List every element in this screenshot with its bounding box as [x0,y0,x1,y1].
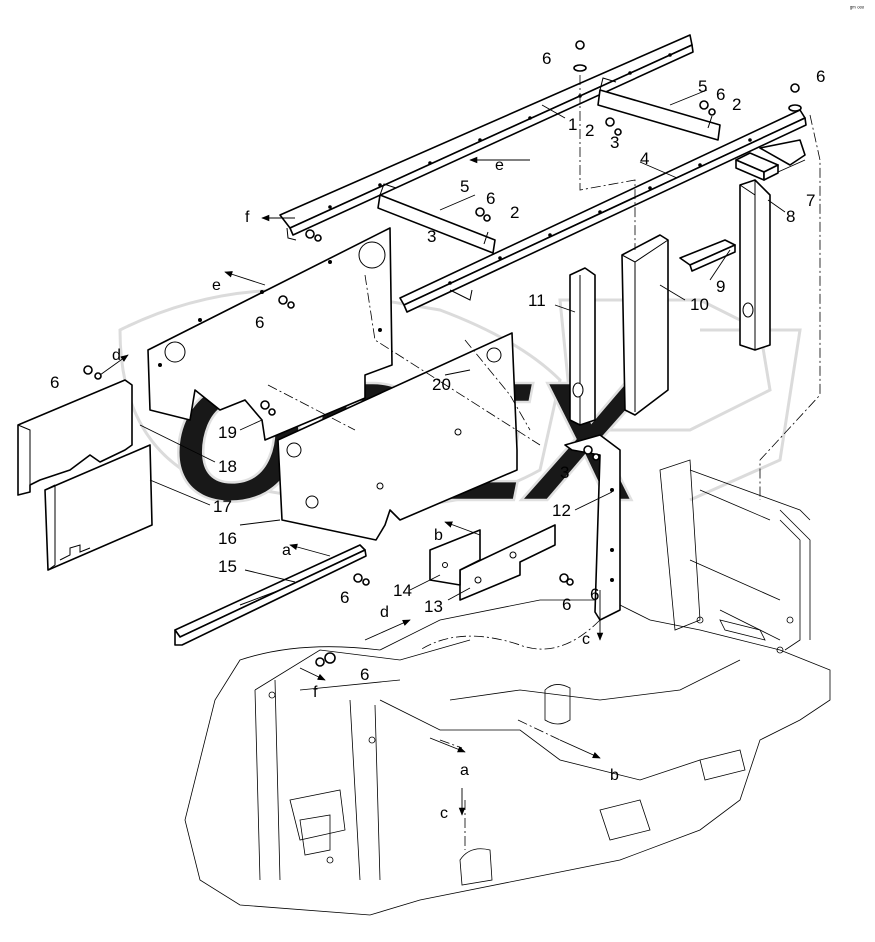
callout-6: 6 [542,49,551,68]
callout-6: 6 [590,585,599,604]
callout-6: 6 [50,373,59,392]
callout-2: 2 [732,95,741,114]
callout-13: 13 [424,597,443,616]
part-5-cross-bracket-upper [597,77,721,141]
callout-8: 8 [786,207,795,226]
callout-6: 6 [562,595,571,614]
label-f: f [313,684,318,701]
callout-3: 3 [560,463,569,482]
callout-12: 12 [552,501,571,520]
label-a: a [460,762,469,779]
part-5-cross-bracket-lower [377,183,496,254]
fasteners [83,40,802,667]
callout-6: 6 [816,67,825,86]
callout-1: 1 [568,115,577,134]
part-13-plate [459,524,556,601]
label-d: d [380,604,389,621]
callout-3: 3 [610,133,619,152]
part-10-channel [621,234,669,416]
callout-6: 6 [360,665,369,684]
callout-20: 20 [432,375,451,394]
callout-14: 14 [393,581,412,600]
part-8-post [739,179,771,351]
part-9-strip [679,239,736,272]
part-1-upper-rail [279,34,694,241]
label-d: d [112,347,121,364]
callout-17: 17 [213,497,232,516]
callout-11: 11 [528,291,546,310]
callout-9: 9 [716,277,725,296]
direction-arrows [99,156,604,816]
assembly-lines [267,75,821,850]
label-b: b [610,767,619,784]
callout-19: 19 [218,423,237,442]
part-16-large-plate [277,332,518,541]
part-17-panel [44,444,153,571]
callout-labels: 1 2 2 2 3 3 3 4 5 5 6 6 6 6 6 6 6 6 6 6 … [50,49,825,684]
part-4-lower-rail [399,109,807,313]
label-f: f [245,209,250,226]
base-frame-assembly [184,459,831,916]
callout-4: 4 [640,149,649,168]
callout-2: 2 [510,203,519,222]
callout-6: 6 [255,313,264,332]
label-c: c [440,805,448,822]
arrow-labels: a a b b c c d d e e f f [112,157,619,822]
label-b: b [434,527,443,544]
part-15-angle [174,544,367,646]
callout-6: 6 [486,189,495,208]
callout-2: 2 [585,121,594,140]
callout-5: 5 [460,177,469,196]
part-11-post [569,267,596,426]
callout-16: 16 [218,529,237,548]
callout-15: 15 [218,557,237,576]
corner-mark: ᵍᵐ ᵒᵒᵒ [850,6,865,12]
callout-6: 6 [340,588,349,607]
part-7-block [735,139,806,181]
upper-left-panel [17,379,133,496]
label-c: c [582,631,590,648]
callout-18: 18 [218,457,237,476]
label-a: a [282,542,291,559]
callout-10: 10 [690,295,709,314]
label-e: e [212,277,221,294]
callout-7: 7 [806,191,815,210]
callout-3: 3 [427,227,436,246]
callout-6: 6 [716,85,725,104]
leader-lines [139,89,806,601]
label-e: e [495,157,504,174]
callout-5: 5 [698,77,707,96]
